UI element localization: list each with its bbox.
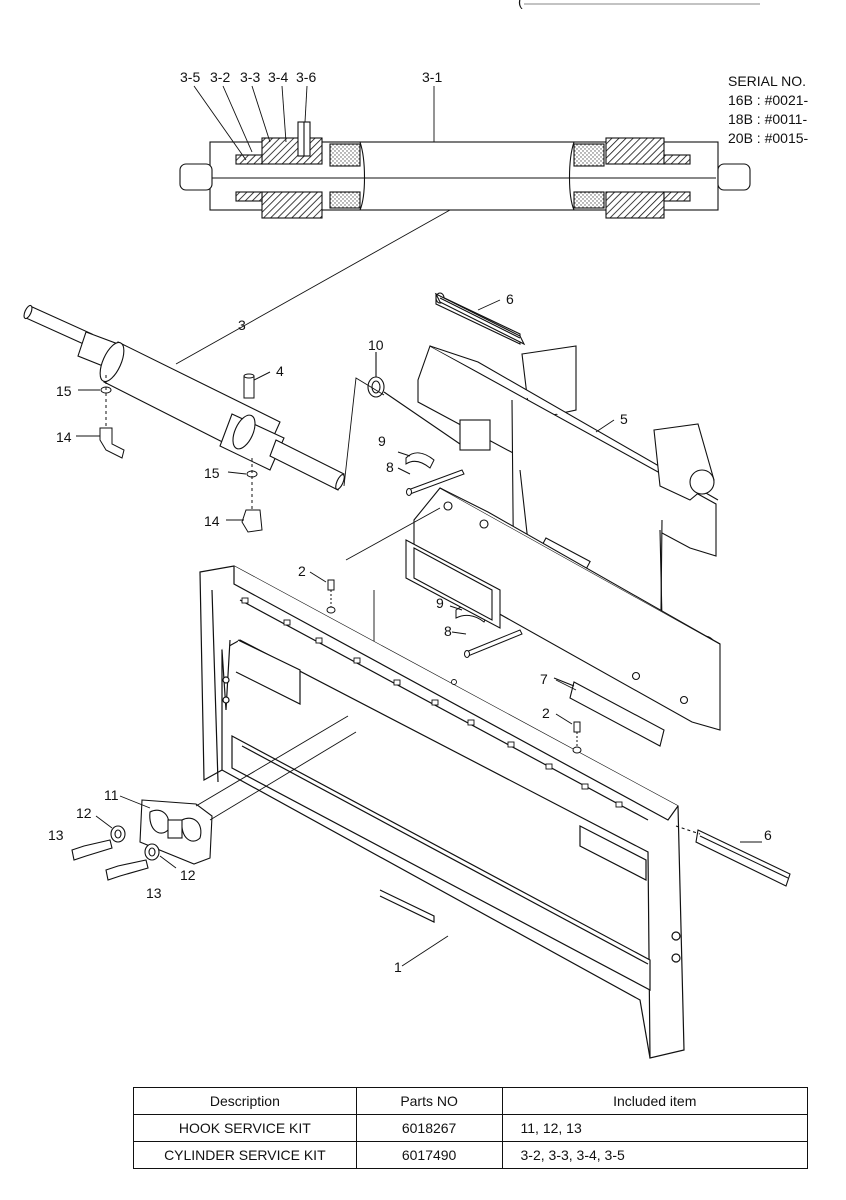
callout-6-bottom: 6 [764, 827, 772, 843]
header-description: Description [133, 1087, 357, 1115]
header-partial: ( [518, 0, 523, 9]
o-ring-10 [343, 352, 461, 487]
cylinder-assembly [23, 304, 345, 491]
table-row: CYLINDER SERVICE KIT 6017490 3-2, 3-3, 3… [133, 1141, 809, 1169]
callout-7: 7 [540, 671, 548, 687]
leader-lines-main [95, 299, 615, 967]
callout-15-a: 15 [56, 383, 72, 399]
cell-description: HOOK SERVICE KIT [133, 1114, 357, 1142]
cell-parts-no: 6018267 [355, 1114, 503, 1142]
fittings [76, 375, 263, 533]
callout-2-a: 2 [298, 563, 306, 579]
header-parts-no: Parts NO [355, 1087, 503, 1115]
callout-14-a: 14 [56, 429, 72, 445]
callout-9-a: 9 [378, 433, 386, 449]
callout-labels: 3-5 3-2 3-3 3-4 3-6 3-1 3 6 10 4 5 15 14… [48, 69, 772, 975]
callout-10: 10 [368, 337, 384, 353]
pin-4 [243, 371, 271, 399]
callout-6-top: 6 [506, 291, 514, 307]
slide-bar-6-bottom [675, 825, 791, 887]
service-kit-table: Description Parts NO Included item HOOK … [133, 1087, 809, 1169]
slide-bar-6-top [434, 292, 526, 346]
callout-5: 5 [620, 411, 628, 427]
cylinder-section-detail [179, 121, 751, 219]
wear-pad-7 [553, 671, 689, 747]
table-header-row: Description Parts NO Included item [133, 1087, 809, 1115]
callout-3-5: 3-5 [180, 69, 200, 85]
callout-3: 3 [238, 317, 246, 333]
hook-block-11 [71, 715, 357, 881]
lower-plate [345, 487, 721, 731]
frame-tabs [241, 597, 623, 808]
serial-number-note: SERIAL NO. 16B : #0021- 18B : #0011- 20B… [728, 72, 840, 148]
serial-title: SERIAL NO. [728, 73, 807, 89]
bolts-2 [309, 571, 582, 754]
callout-11: 11 [104, 787, 119, 803]
exploded-parts-diagram: ( [23, 0, 791, 1059]
table-row: HOOK SERVICE KIT 6018267 11, 12, 13 [133, 1114, 809, 1142]
callout-15-b: 15 [204, 465, 220, 481]
callout-4: 4 [276, 363, 284, 379]
callout-13-b: 13 [146, 885, 162, 901]
cell-description: CYLINDER SERVICE KIT [133, 1141, 357, 1169]
cell-included-item: 3-2, 3-3, 3-4, 3-5 [501, 1141, 809, 1169]
callout-1: 1 [394, 959, 402, 975]
cell-parts-no: 6017490 [355, 1141, 503, 1169]
callout-12-b: 12 [180, 867, 196, 883]
serial-line: 16B : #0021- [728, 92, 809, 108]
cell-included-item: 11, 12, 13 [501, 1114, 809, 1142]
leader-lines-cylinder [175, 85, 451, 365]
callout-12-a: 12 [76, 805, 92, 821]
main-frame [199, 565, 685, 1059]
callout-8-a: 8 [386, 459, 394, 475]
callout-3-1: 3-1 [422, 69, 442, 85]
callout-3-3: 3-3 [240, 69, 260, 85]
callout-9-b: 9 [436, 595, 444, 611]
callout-3-2: 3-2 [210, 69, 230, 85]
serial-line: 18B : #0011- [728, 111, 808, 127]
callout-3-4: 3-4 [268, 69, 288, 85]
callout-3-6: 3-6 [296, 69, 316, 85]
callout-2-b: 2 [542, 705, 550, 721]
callout-14-b: 14 [204, 513, 220, 529]
header-included-item: Included item [501, 1087, 809, 1115]
callout-8-b: 8 [444, 623, 452, 639]
serial-line: 20B : #0015- [728, 130, 809, 146]
callout-13-a: 13 [48, 827, 64, 843]
